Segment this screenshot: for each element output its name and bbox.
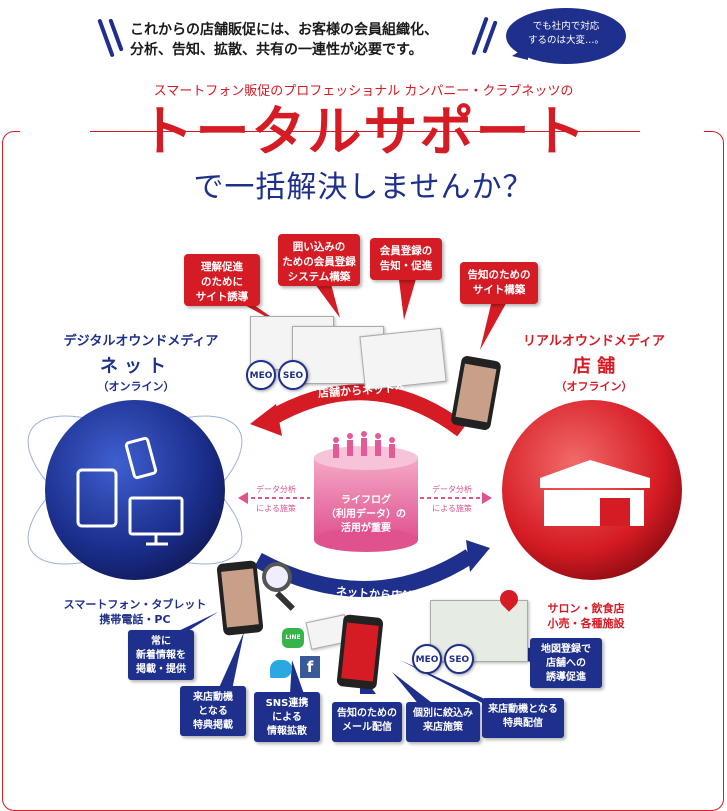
meo-badge-top: MEO — [246, 360, 276, 390]
blue-callout-sns: SNS連携 による 情報拡散 — [254, 692, 320, 742]
online-name: ネット — [100, 356, 172, 377]
callout-line: による — [272, 712, 302, 723]
smartphone-bottom-center — [336, 614, 384, 690]
callout-line: 情報拡散 — [267, 726, 307, 737]
offline-types: サロン・飲食店 — [547, 602, 625, 615]
header-line-2: 分析、告知、拡散、共有の一連性が必要です。 — [130, 42, 423, 58]
callout-line: サイト構築 — [472, 284, 526, 296]
page-title: トータルサポート — [139, 100, 588, 163]
blue-callout-benefit-post: 来店動機 となる 特典掲載 — [180, 686, 246, 736]
callout-line: メール配信 — [342, 722, 392, 733]
data-analysis-left-2: による施策 — [256, 504, 296, 513]
offline-types-2: 小売・各種施設 — [547, 617, 625, 630]
data-analysis-right-1: データ分析 — [432, 485, 472, 494]
net-globe — [45, 400, 225, 580]
bubble-line-1: でも社内で対応 — [532, 21, 600, 32]
bubble-tail — [512, 46, 528, 60]
blue-callout-targeted: 個別に絞込み 来店施策 — [406, 702, 480, 742]
callout-line: 常に — [151, 636, 171, 647]
meo-badge-bottom: MEO — [412, 644, 442, 674]
data-analysis-right-2: による施策 — [432, 504, 472, 513]
callout-line: 個別に絞込み — [413, 708, 473, 719]
callout-line: ための会員登録 — [282, 256, 356, 268]
data-cylinder — [314, 431, 418, 552]
callout-line: 掲載・提供 — [136, 664, 186, 675]
offline-sub: （オフライン） — [555, 380, 633, 393]
twitter-icon — [270, 660, 292, 678]
data-analysis-right: データ分析 による施策 — [420, 484, 484, 514]
line-icon: LINE — [282, 628, 304, 648]
callout-line: 告知のための — [337, 708, 397, 719]
offline-heading: リアルオウンドメディア — [523, 334, 665, 349]
online-devices-2: 携帯電話・PC — [99, 613, 171, 626]
red-callout-member-promo: 会員登録の 告知・促進 — [370, 238, 442, 280]
center-line-2: （利用データ）の — [326, 509, 406, 520]
arc-store-to-net — [263, 384, 467, 437]
center-line-1: ライフログ — [341, 495, 391, 506]
data-analysis-left-1: データ分析 — [256, 485, 296, 494]
seo-badge-top: SEO — [278, 360, 308, 390]
online-sub: （オンライン） — [97, 380, 175, 393]
diagram-graphics — [27, 272, 682, 706]
callout-line: となる — [198, 706, 228, 717]
red-connectors — [232, 272, 508, 350]
red-callout-site-guide: 理解促進 のために サイト誘導 — [184, 254, 260, 306]
data-analysis-left: データ分析 による施策 — [244, 484, 308, 514]
blue-callout-benefit-send: 来店動機となる 特典配信 — [482, 698, 564, 738]
center-line-3: 活用が重要 — [341, 523, 391, 534]
store-icon — [540, 460, 650, 526]
callout-line: 理解促進 — [201, 261, 243, 273]
magnifier-icon — [262, 562, 292, 592]
callout-line: 特典配信 — [503, 718, 543, 729]
callout-line: 来店動機となる — [488, 704, 558, 715]
callout-line: 地図登録で — [541, 644, 591, 655]
callout-line: 会員登録の — [379, 245, 433, 257]
online-heading: デジタルオウンドメディア — [63, 334, 219, 349]
red-callout-member-system: 囲い込みの ための会員登録 システム構築 — [278, 234, 360, 286]
frame-gap-right — [640, 128, 704, 136]
subtitle: スマートフォン販促のプロフェッショナル カンパニー・クラブネッツの — [153, 84, 574, 99]
seo-badge-bottom: SEO — [444, 644, 474, 674]
header-line-1: これからの店舗販促には、お客様の会員組織化、 — [130, 22, 438, 38]
facebook-icon: f — [300, 656, 320, 678]
callout-line: 新着情報を — [136, 650, 186, 661]
offline-name: 店 舗 — [572, 356, 616, 377]
blue-callout-news: 常に 新着情報を 掲載・提供 — [128, 630, 194, 680]
callout-line: 特典掲載 — [193, 720, 233, 731]
header-text: これからの店舗販促には、お客様の会員組織化、 分析、告知、拡散、共有の一連性が必… — [130, 20, 438, 60]
callout-line: システム構築 — [287, 271, 351, 283]
speech-bubble: でも社内で対応 するのは大変…。 — [506, 8, 626, 64]
callout-line: のために — [201, 276, 243, 288]
blue-callout-mail: 告知のための メール配信 — [332, 702, 402, 742]
frame-gap-left — [20, 128, 90, 136]
callout-line: 告知・促進 — [379, 260, 433, 272]
center-text: ライフログ （利用データ）の 活用が重要 — [316, 494, 416, 536]
bubble-line-2: するのは大変…。 — [527, 35, 604, 46]
blue-callout-map: 地図登録で 店舗への 誘導促進 — [530, 638, 602, 688]
callout-line: 店舗への — [546, 658, 586, 669]
callout-line: 告知のための — [467, 269, 531, 281]
page-subtitle: で一括解決しませんか？ — [193, 170, 534, 205]
red-callout-site-build: 告知のための サイト構築 — [460, 262, 538, 304]
callout-line: 来店施策 — [423, 722, 463, 733]
callout-line: SNS連携 — [265, 698, 309, 709]
online-devices: スマートフォン・タブレット — [63, 598, 207, 611]
callout-line: サイト誘導 — [195, 291, 249, 303]
callout-line: 囲い込みの — [292, 241, 346, 253]
callout-line: 来店動機 — [193, 692, 233, 703]
device-icons — [76, 436, 184, 546]
callout-line: 誘導促進 — [546, 672, 586, 683]
